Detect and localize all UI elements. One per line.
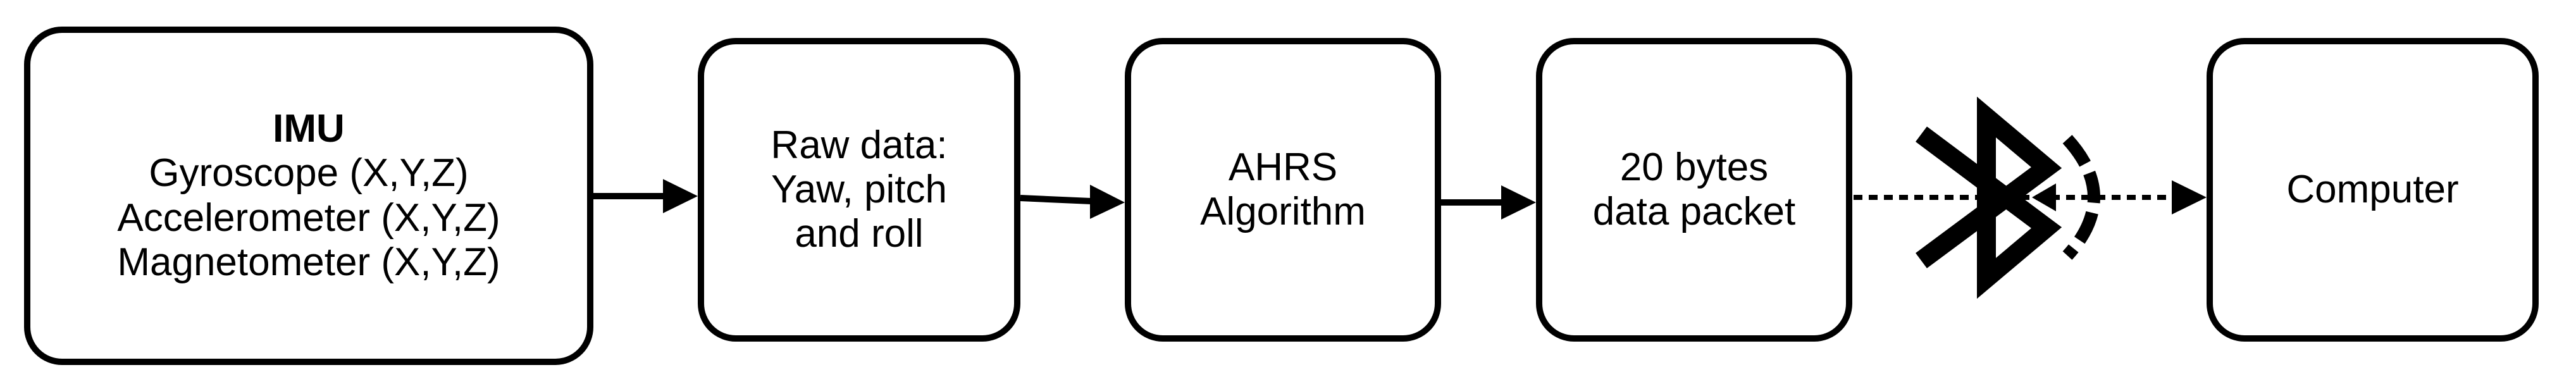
raw-data-line-3: and roll <box>795 212 924 256</box>
data-packet-line-1: 20 bytes <box>1619 145 1769 189</box>
imu-line-magnetometer: Magnetometer (X,Y,Z) <box>117 240 500 284</box>
raw-data-node: Raw data: Yaw, pitch and roll <box>698 38 1020 342</box>
data-packet-line-2: data packet <box>1592 190 1796 233</box>
imu-line-accelerometer: Accelerometer (X,Y,Z) <box>117 195 500 240</box>
raw-data-line-2: Yaw, pitch <box>771 167 947 211</box>
arrow-imu-to-raw <box>593 179 698 213</box>
data-packet-node: 20 bytes data packet <box>1536 38 1852 342</box>
arrow-ahrs-to-packet <box>1441 185 1536 220</box>
computer-line-1: Computer <box>2286 167 2459 211</box>
ahrs-node: AHRS Algorithm <box>1125 38 1441 342</box>
ahrs-line-1: AHRS <box>1228 145 1338 189</box>
imu-line-gyroscope: Gyroscope (X,Y,Z) <box>149 151 469 195</box>
imu-node: IMU Gyroscope (X,Y,Z) Accelerometer (X,Y… <box>24 27 593 365</box>
raw-data-line-1: Raw data: <box>771 123 948 167</box>
imu-title: IMU <box>273 107 345 151</box>
arrow-raw-to-ahrs <box>1020 185 1125 219</box>
computer-node: Computer <box>2207 38 2539 342</box>
ahrs-line-2: Algorithm <box>1200 190 1366 233</box>
wireless-signal-icon <box>2032 135 2100 260</box>
bluetooth-icon <box>1916 96 2062 299</box>
